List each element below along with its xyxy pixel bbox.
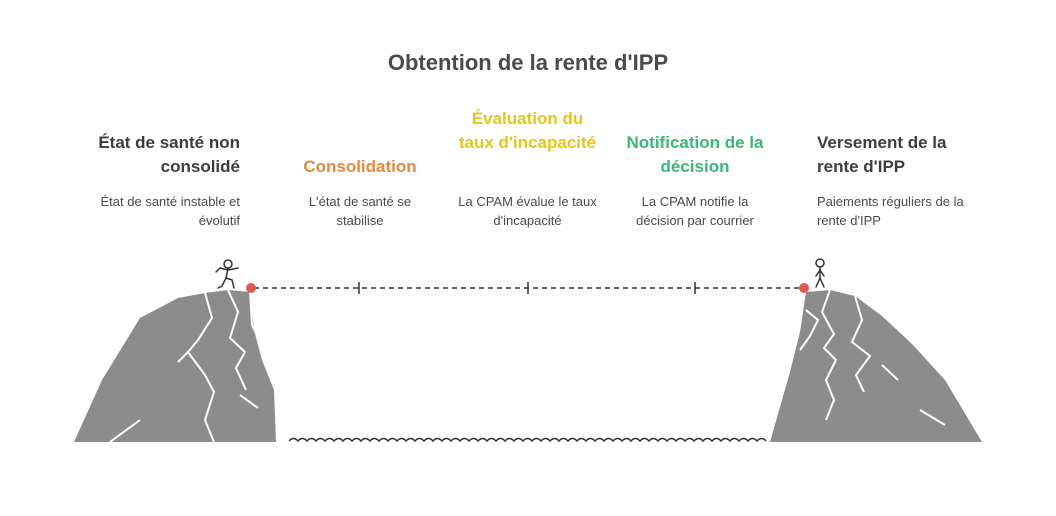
standing-person-icon [815,258,825,288]
water-waves [288,437,767,443]
diagram-title: Obtention de la rente d'IPP [387,50,669,75]
climbing-person-icon [215,259,239,289]
step-4-description: La CPAM notifie la décision par courrier [636,194,754,228]
step-4-title: Notification de la décision [626,133,764,176]
step-1-description: État de santé instable et évolutif [100,194,240,228]
right-cliff [770,289,982,442]
step-5-description: Paiements réguliers de la rente d'IPP [817,194,964,228]
step-1-title: État de santé non consolidé [98,133,240,176]
step-3-title: Évaluation du taux d'incapacité [458,109,597,152]
step-5-title: Versement de la rente d'IPP [817,133,947,176]
step-2-description: L'état de santé se stabilise [308,194,412,228]
step-2-title: Consolidation [303,157,417,176]
timeline-end-dot [799,283,809,293]
left-cliff [74,289,276,443]
timeline-start-dot [246,283,256,293]
step-3-description: La CPAM évalue le taux d'incapacité [458,194,597,228]
